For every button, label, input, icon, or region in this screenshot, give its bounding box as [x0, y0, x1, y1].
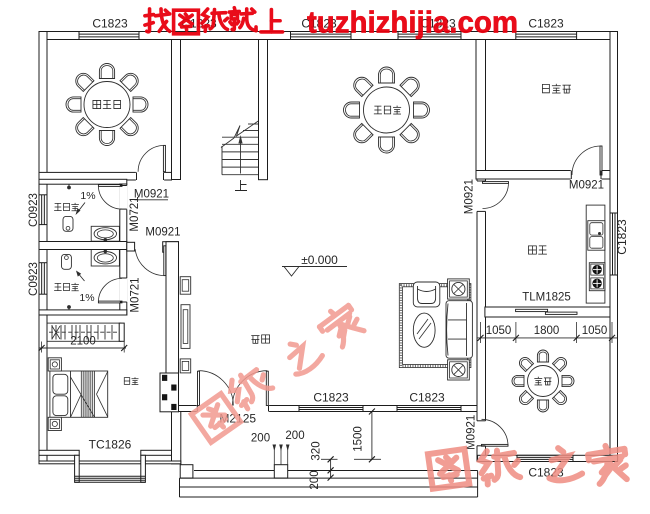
svg-text:200: 200 — [309, 470, 321, 489]
svg-text:320: 320 — [311, 441, 323, 460]
svg-text:1800: 1800 — [534, 325, 560, 337]
svg-text:C1823: C1823 — [528, 16, 564, 30]
svg-text:C1823: C1823 — [92, 16, 128, 30]
svg-text:C1823: C1823 — [301, 16, 337, 30]
svg-text:1500: 1500 — [353, 426, 365, 452]
svg-text:1%: 1% — [80, 190, 95, 202]
svg-text:M0921: M0921 — [569, 180, 604, 192]
svg-text:1%: 1% — [79, 292, 94, 304]
svg-text:M0921: M0921 — [464, 179, 476, 214]
svg-text:M0921: M0921 — [134, 189, 169, 201]
svg-text:C1823: C1823 — [313, 391, 349, 405]
svg-text:C1823: C1823 — [615, 219, 629, 255]
svg-text:TC1826: TC1826 — [89, 438, 132, 452]
svg-text:C1823: C1823 — [420, 16, 456, 30]
svg-text:C1823: C1823 — [409, 391, 445, 405]
svg-text:2100: 2100 — [70, 336, 96, 348]
svg-text:1050: 1050 — [582, 325, 608, 337]
svg-text:TLM1825: TLM1825 — [522, 292, 571, 304]
svg-text:M0921: M0921 — [145, 227, 180, 239]
svg-text:M0721: M0721 — [129, 196, 141, 231]
svg-text:M0921: M0921 — [466, 415, 478, 450]
svg-text:C0923: C0923 — [28, 193, 40, 227]
svg-text:200: 200 — [285, 430, 304, 442]
svg-text:±0.000: ±0.000 — [301, 253, 338, 267]
svg-text:1050: 1050 — [486, 325, 512, 337]
svg-text:tuzhizhijia.com: tuzhizhijia.com — [307, 5, 518, 40]
svg-text:C0923: C0923 — [28, 262, 40, 296]
svg-text:M0721: M0721 — [130, 277, 142, 312]
svg-text:200: 200 — [251, 433, 270, 445]
